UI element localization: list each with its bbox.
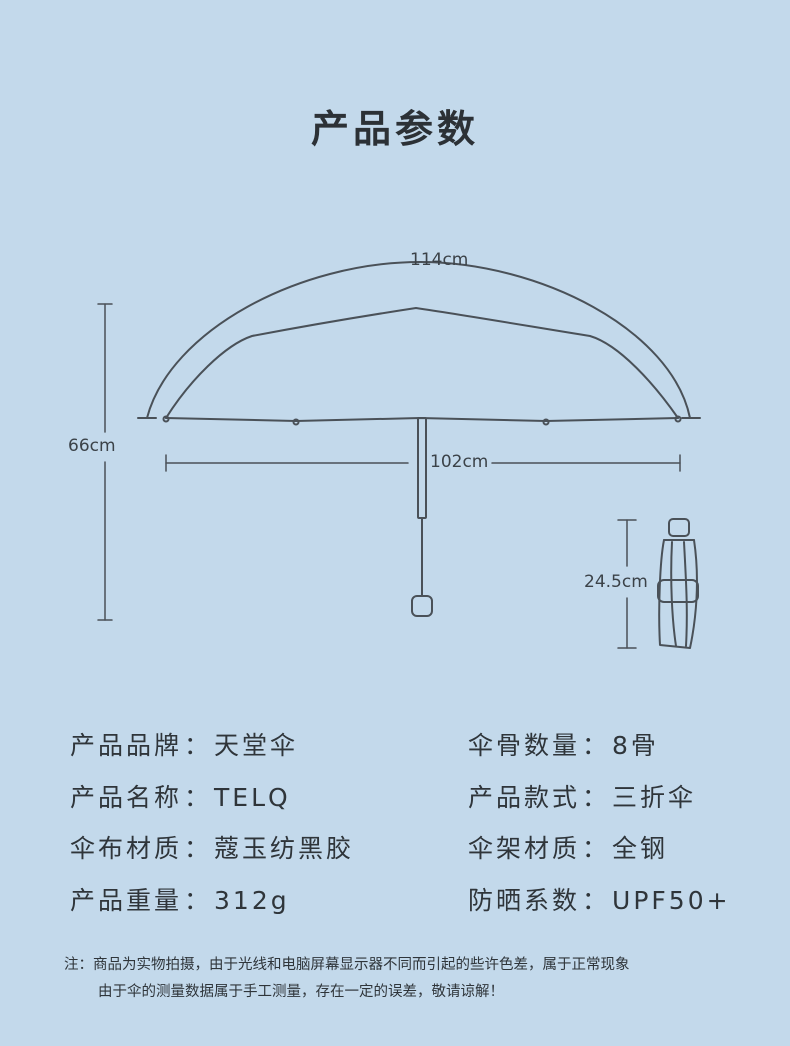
- spec-separator: ：: [582, 886, 611, 915]
- spec-name: 产品名称：TELQ: [70, 778, 291, 814]
- note-line-1: 注：商品为实物拍摄，由于光线和电脑屏幕显示器不同而引起的些许色差，属于正常现象: [64, 957, 630, 973]
- spec-label: 伞骨数量: [468, 731, 581, 760]
- disclaimer-note: 注：商品为实物拍摄，由于光线和电脑屏幕显示器不同而引起的些许色差，属于正常现象 …: [64, 952, 764, 1006]
- height-label: 66cm: [68, 436, 116, 456]
- spec-weight: 产品重量：312g: [70, 881, 290, 917]
- spec-label: 产品名称: [70, 783, 183, 812]
- folded-length-label: 24.5cm: [584, 572, 648, 592]
- spec-label: 伞布材质: [70, 834, 183, 863]
- spec-value: 三折伞: [612, 783, 697, 812]
- folded-umbrella: [657, 518, 699, 649]
- spec-separator: ：: [582, 783, 611, 812]
- spec-fabric: 伞布材质：蔻玉纺黑胶: [70, 829, 354, 865]
- spec-value: UPF50+: [612, 886, 731, 915]
- umbrella-shaft: [417, 417, 427, 519]
- note-line-2: 由于伞的测量数据属于手工测量，存在一定的误差，敬请谅解！: [98, 984, 504, 1000]
- spec-rib-count: 伞骨数量：8骨: [468, 726, 659, 762]
- spec-style: 产品款式：三折伞: [468, 778, 696, 814]
- spec-separator: ：: [582, 834, 611, 863]
- umbrella-handle: [411, 595, 433, 617]
- spec-upf: 防晒系数：UPF50+: [468, 881, 731, 917]
- spec-value: 8骨: [612, 731, 659, 760]
- spec-label: 防晒系数: [468, 886, 581, 915]
- page-title: 产品参数: [310, 107, 479, 151]
- outer-arc: [146, 261, 691, 419]
- spec-separator: ：: [184, 834, 213, 863]
- spec-separator: ：: [184, 886, 213, 915]
- arc-length-label: 114cm: [410, 250, 469, 270]
- spec-separator: ：: [184, 731, 213, 760]
- spec-frame: 伞架材质：全钢: [468, 829, 668, 865]
- spec-value: 312g: [214, 886, 290, 915]
- spec-value: TELQ: [214, 783, 291, 812]
- spec-label: 产品款式: [468, 783, 581, 812]
- spec-brand: 产品品牌：天堂伞: [70, 726, 298, 762]
- spec-label: 产品品牌: [70, 731, 183, 760]
- width-label: 102cm: [430, 452, 489, 472]
- spec-separator: ：: [184, 783, 213, 812]
- spec-label: 产品重量: [70, 886, 183, 915]
- spec-value: 蔻玉纺黑胶: [214, 834, 355, 863]
- umbrella-canopy: [165, 307, 679, 419]
- spec-separator: ：: [582, 731, 611, 760]
- spec-value: 天堂伞: [214, 731, 299, 760]
- spec-value: 全钢: [612, 834, 669, 863]
- umbrella-diagram: [97, 261, 701, 649]
- spec-label: 伞架材质: [468, 834, 581, 863]
